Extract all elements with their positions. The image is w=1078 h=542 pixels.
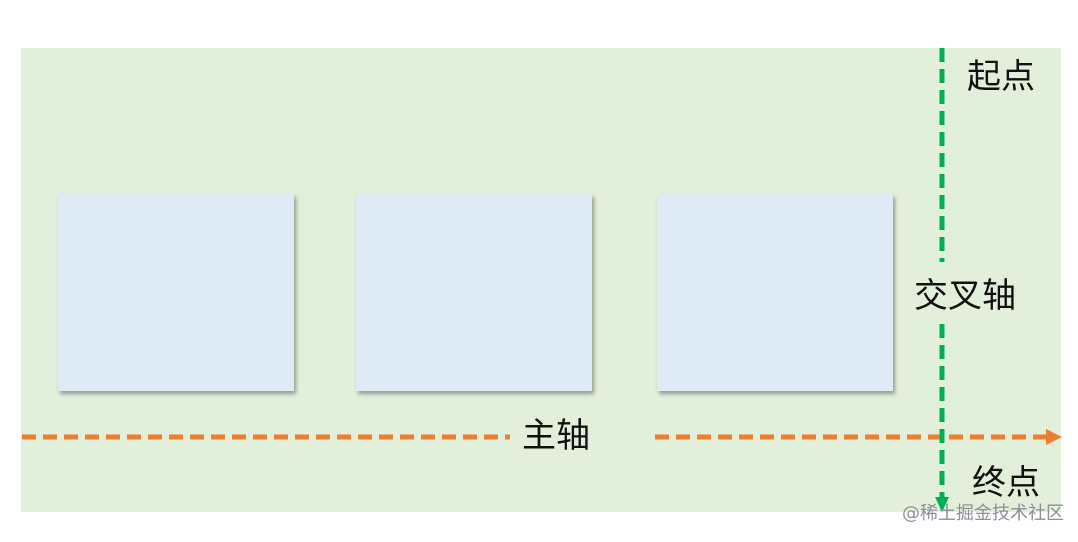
flex-item-3 (657, 194, 893, 391)
flex-item-2 (356, 194, 592, 391)
cross-axis-label: 交叉轴 (914, 276, 1016, 316)
cross-axis-arrowhead (935, 497, 949, 512)
watermark: @稀土掘金技术社区 (902, 503, 1064, 524)
main-axis-label: 主轴 (522, 416, 590, 456)
end-label: 终点 (972, 463, 1040, 503)
start-label: 起点 (967, 57, 1035, 97)
main-axis-arrowhead (1046, 429, 1062, 445)
flex-item-1 (58, 194, 294, 391)
